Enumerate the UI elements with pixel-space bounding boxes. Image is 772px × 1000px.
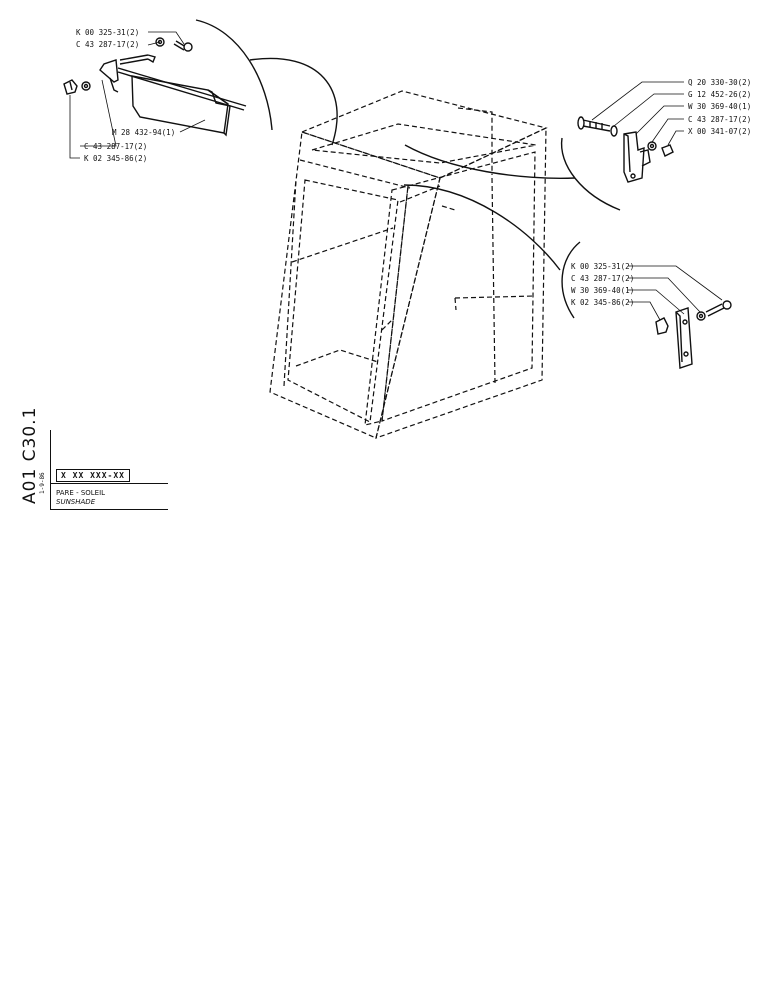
right-top-bracket (623, 131, 651, 183)
label-left-bolt: K 00 325-31(2) (76, 28, 139, 37)
title-english: SUNSHADE (56, 498, 96, 506)
section-code: A01 C30.1 (20, 406, 40, 504)
title-block: A01 C30.1 1-9-86 X XX XXX-XX PARE - SOLE… (16, 407, 168, 510)
right-bottom-bolt (705, 300, 732, 317)
right-bottom-bracket (675, 307, 693, 369)
right-bottom-bracket-assembly (655, 300, 732, 369)
right-bottom-clip (655, 317, 669, 335)
right-top-washer (610, 125, 618, 137)
title-block-side: A01 C30.1 1-9-86 (16, 407, 51, 510)
sunvisor-panel (131, 75, 231, 137)
left-clip (63, 79, 78, 95)
left-bolt (173, 40, 193, 52)
cab-frame (269, 90, 548, 439)
visor-rod (117, 67, 247, 111)
left-label-leaders (69, 31, 206, 159)
left-nut (81, 81, 91, 91)
revision-date: 1-9-86 (39, 472, 46, 494)
label-right-top-bracket: W 30 369-40(1) (688, 102, 751, 111)
label-left-washer: C 43 287-17(2) (76, 40, 139, 49)
right-top-nut (661, 144, 674, 157)
reference-number: X XX XXX-XX (56, 469, 130, 482)
label-right-bottom-washer: C 43 287-17(2) (571, 274, 634, 283)
label-left-clip: K 02 345-86(2) (84, 154, 147, 163)
right-top-label-leaders (591, 81, 684, 146)
label-right-top-nut: X 00 341-07(2) (688, 127, 751, 136)
right-top-lockwasher (647, 141, 657, 151)
label-right-top-washer: G 12 452-26(2) (688, 90, 751, 99)
right-bottom-washer (696, 311, 706, 321)
right-top-screw (577, 116, 611, 132)
visor-hinge (99, 54, 156, 93)
label-right-bottom-clip: K 02 345-86(2) (571, 298, 634, 307)
title-french: PARE - SOLEIL (56, 489, 106, 497)
label-sunvisor: M 28 432-94(1) (112, 128, 175, 137)
title-block-divider (50, 483, 168, 484)
right-top-bracket-assembly (577, 116, 674, 183)
leader-curves (195, 19, 621, 319)
label-right-top-screw: Q 20 330-30(2) (688, 78, 751, 87)
label-left-nut: C 43 287-17(2) (84, 142, 147, 151)
title-block-bottom-rule (50, 509, 168, 510)
label-right-bottom-bolt: K 00 325-31(2) (571, 262, 634, 271)
label-right-top-lockwasher: C 43 287-17(2) (688, 115, 751, 124)
left-sunvisor-assembly (63, 37, 247, 137)
label-right-bottom-bracket: W 30 369-40(1) (571, 286, 634, 295)
right-bottom-label-leaders (628, 265, 723, 321)
